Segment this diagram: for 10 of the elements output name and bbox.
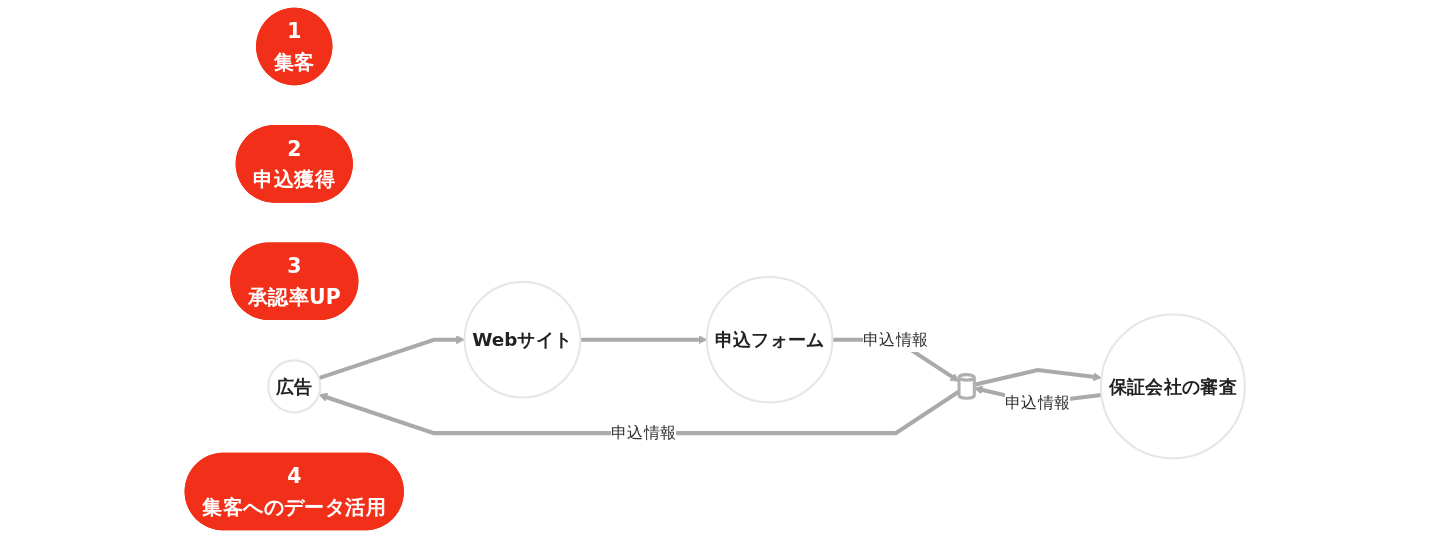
node-circle: 広告 <box>267 359 322 414</box>
arrow <box>318 335 465 381</box>
edge-label: 申込情報 <box>610 422 677 443</box>
arrow <box>973 368 1102 387</box>
node-cylinder <box>957 373 976 400</box>
node-circle: 保証会社の審査 <box>1099 313 1246 460</box>
edge-label: 申込情報 <box>863 329 929 349</box>
node-circle: Webサイト <box>463 280 582 399</box>
edge-label: 申込情報 <box>1004 392 1071 412</box>
node-circle: 申込フォーム <box>705 275 834 404</box>
